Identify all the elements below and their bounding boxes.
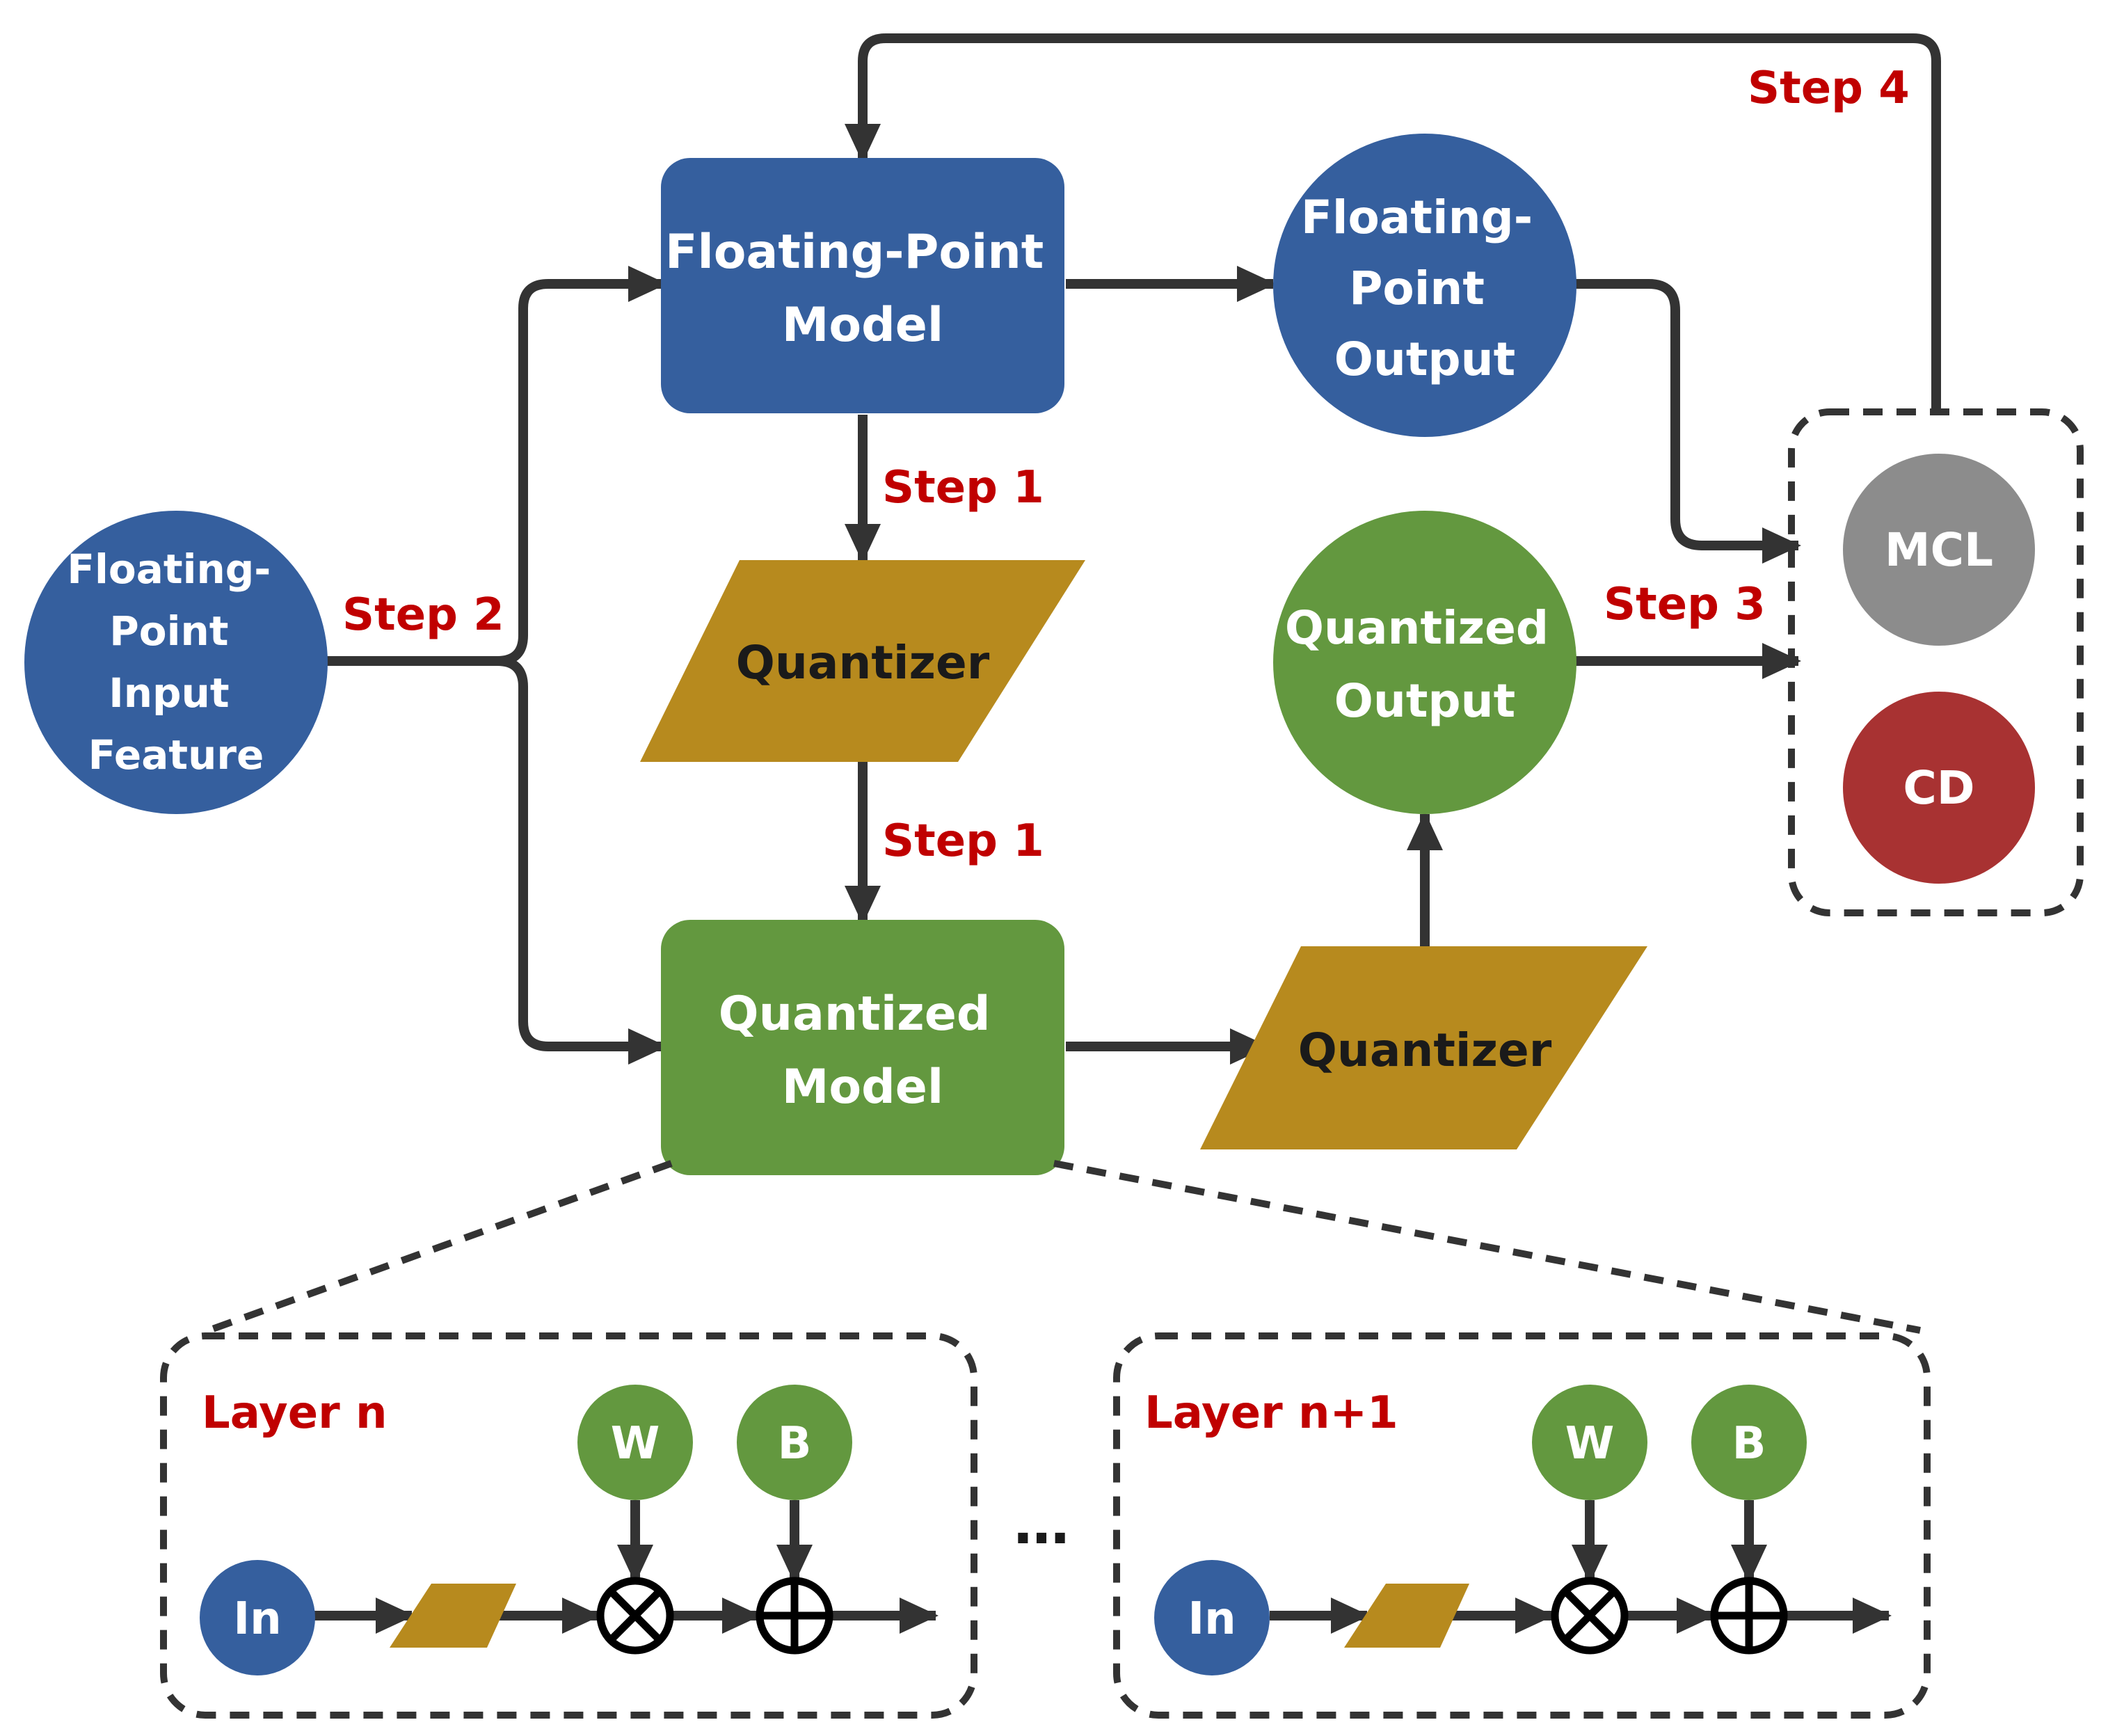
layer-n-multiply-icon [596,1577,674,1655]
svg-text:Quantized Model: Quantized Model [719,987,1007,1115]
quantizer-right-label: Quantizer [1298,1024,1552,1077]
layer-n1-weight-node: W [1532,1385,1647,1500]
layer-n1-box: Layer n+1 In W B [1113,1332,1931,1719]
arrow-loss-to-fp-model [845,33,1941,412]
quantizer-right-node: Quantizer [1200,946,1647,1149]
svg-text:Floating-Point Model: Floating-Point Model [665,225,1060,353]
layer-n1-title: Layer n+1 [1144,1387,1398,1439]
quantized-model-line2: Model [782,1060,944,1115]
layer-n-weight-label: W [611,1418,660,1470]
quantizer-top-label: Quantizer [736,636,990,690]
step1-lower-label: Step 1 [882,815,1044,867]
layer-n1-bias-node: B [1691,1385,1807,1500]
fp-output-line1: Floating- [1301,191,1533,244]
quantized-output-line2: Output [1334,674,1515,728]
svg-text:Floating- Point In: Floating- Point Input Feature [67,546,285,779]
mcl-node: MCL [1843,454,2035,646]
layers-ellipsis: … [1014,1492,1069,1556]
fp-output-line2: Point [1349,262,1485,315]
cd-label: CD [1903,761,1974,815]
quantized-model-node: Quantized Model [661,920,1064,1175]
quantized-model-line1: Quantized [719,987,991,1042]
fp-model-line2: Model [782,298,944,353]
layer-n-input-label: In [233,1593,281,1645]
svg-text:Floating- Point Ou: Floating- Point Output [1301,191,1549,386]
layer-n1-bias-label: B [1732,1418,1766,1470]
layer-n-add-icon [756,1577,833,1655]
layer-n-title: Layer n [202,1387,388,1439]
layer-n1-quantizer-shape [1344,1584,1469,1648]
fp-output-node: Floating- Point Output [1273,134,1576,437]
mcl-label: MCL [1885,523,1993,577]
layer-n-bias-label: B [778,1418,812,1470]
layer-n1-multiply-icon [1551,1577,1629,1655]
input-feature-line3: Input [109,669,229,717]
fp-model-line1: Floating-Point [665,225,1044,280]
quantizer-top-node: Quantizer [640,560,1085,762]
layer-n-bias-node: B [737,1385,852,1500]
fp-model-node: Floating-Point Model [661,158,1064,413]
step3-label: Step 3 [1604,579,1766,630]
quantized-output-line1: Quantized [1285,601,1549,655]
layer-n1-weight-label: W [1565,1418,1615,1470]
step1-upper-label: Step 1 [882,462,1044,513]
arrow-input-to-quantized-model [497,656,667,1065]
cd-node: CD [1843,692,2035,884]
step4-label: Step 4 [1748,63,1910,114]
connectors [327,33,1941,1065]
input-feature-line2: Point [109,607,228,655]
svg-text:Quantized Output: Quantized Output [1285,601,1565,728]
fp-output-line3: Output [1334,333,1515,386]
layer-n1-input-node: In [1154,1560,1270,1675]
layer-n-box: Layer n In W B [160,1332,977,1719]
input-feature-line4: Feature [88,731,264,779]
input-feature-line1: Floating- [67,546,271,593]
layer-n1-add-icon [1710,1577,1788,1655]
quantized-output-node: Quantized Output [1273,511,1576,814]
layer-n-quantizer-shape [390,1584,516,1648]
arrow-fp-output-to-loss [1576,279,1801,564]
layer-n-input-node: In [200,1560,315,1675]
zoom-line-left [207,1160,673,1334]
input-feature-node: Floating- Point Input Feature [24,511,328,814]
step2-label: Step 2 [342,589,504,641]
zoom-line-right [1053,1160,1921,1334]
loss-box: MCL CD [1788,408,2084,916]
layer-n1-input-label: In [1188,1593,1236,1645]
step-labels: Step 1 Step 1 Step 2 Step 3 Step 4 [342,63,1910,867]
layer-n-weight-node: W [577,1385,693,1500]
